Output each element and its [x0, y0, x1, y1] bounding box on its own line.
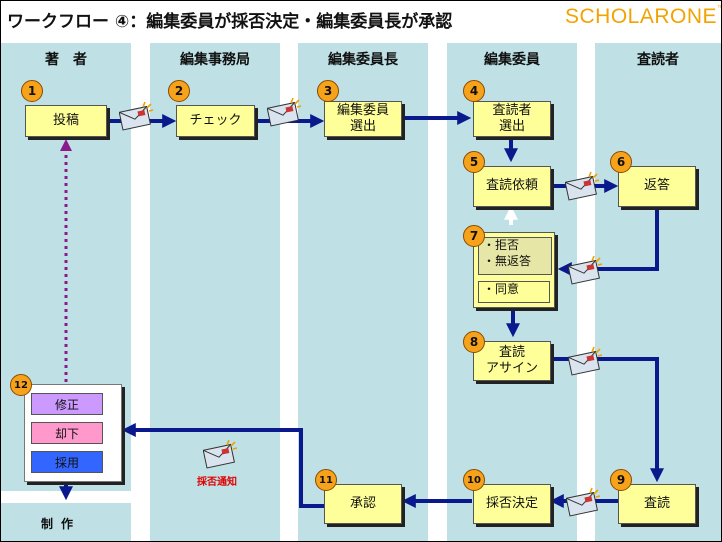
step-box-decision: 採否決定: [473, 484, 551, 524]
lane-header-author: 著 者: [45, 52, 87, 68]
step-number-badge: 3: [317, 80, 339, 102]
decision-rejection: 却下: [31, 422, 103, 444]
production-label: 制作: [41, 517, 82, 531]
step-number-badge: 2: [168, 80, 190, 102]
diagram-title: ワークフロー ④：編集委員が採否決定・編集委員長が承認: [7, 12, 453, 32]
step-number-badge: 7: [463, 225, 485, 247]
lane-header-editorial-office: 編集事務局: [180, 52, 250, 68]
step-box-author-decision: 修正 却下 採用: [24, 384, 122, 482]
email-envelope-icon: [118, 101, 154, 135]
lane-header-reviewer: 査読者: [637, 52, 679, 68]
decision-revision: 修正: [31, 393, 103, 415]
arrow-8-to-9: [550, 357, 664, 483]
step-number-badge: 11: [315, 469, 337, 491]
logo-trademark: ™: [717, 5, 721, 12]
email-envelope-icon: [565, 487, 601, 521]
email-envelope-icon: [266, 97, 302, 131]
email-envelope-icon: [567, 346, 603, 380]
step-box-approval: 承認: [324, 484, 402, 524]
step-box-response: 返答: [618, 166, 696, 207]
step-number-badge: 9: [610, 469, 632, 491]
step-number-badge: 4: [463, 80, 485, 102]
lane-header-editor-in-chief: 編集委員長: [328, 52, 398, 68]
step-number-badge: 8: [463, 331, 485, 353]
email-envelope-icon: [567, 255, 603, 289]
email-envelope-icon: [202, 439, 238, 473]
option-declined-no-response: ・拒否 ・無返答: [478, 237, 552, 275]
step-number-badge: 1: [21, 80, 43, 102]
step-number-badge: 5: [463, 151, 485, 173]
step-box-editor-selection: 編集委員 選出: [324, 101, 402, 137]
email-envelope-icon: [564, 171, 600, 205]
step-number-badge: 6: [610, 151, 632, 173]
lane-header-associate-editor: 編集委員: [484, 52, 540, 68]
logo-text: SCHOLARONE: [565, 5, 718, 28]
option-accepted: ・同意: [478, 281, 550, 303]
scholarone-logo: SCHOLARONE™: [565, 5, 721, 29]
step-number-badge: 10: [463, 469, 485, 491]
step-box-review: 査読: [618, 484, 696, 524]
decision-notice-label: 採否通知: [197, 477, 237, 488]
step-box-submission: 投稿: [25, 105, 107, 137]
step-box-check: チェック: [176, 105, 255, 137]
step-box-review-assignment: 査読 アサイン: [473, 341, 551, 381]
decision-acceptance: 採用: [31, 451, 103, 473]
step-box-reviewer-selection: 査読者 選出: [473, 101, 551, 137]
step-box-review-request: 査読依頼: [473, 166, 551, 207]
arrow-11-to-12: [121, 423, 324, 508]
step-number-badge: 12: [10, 374, 32, 396]
lane-author-production: [1, 503, 131, 541]
